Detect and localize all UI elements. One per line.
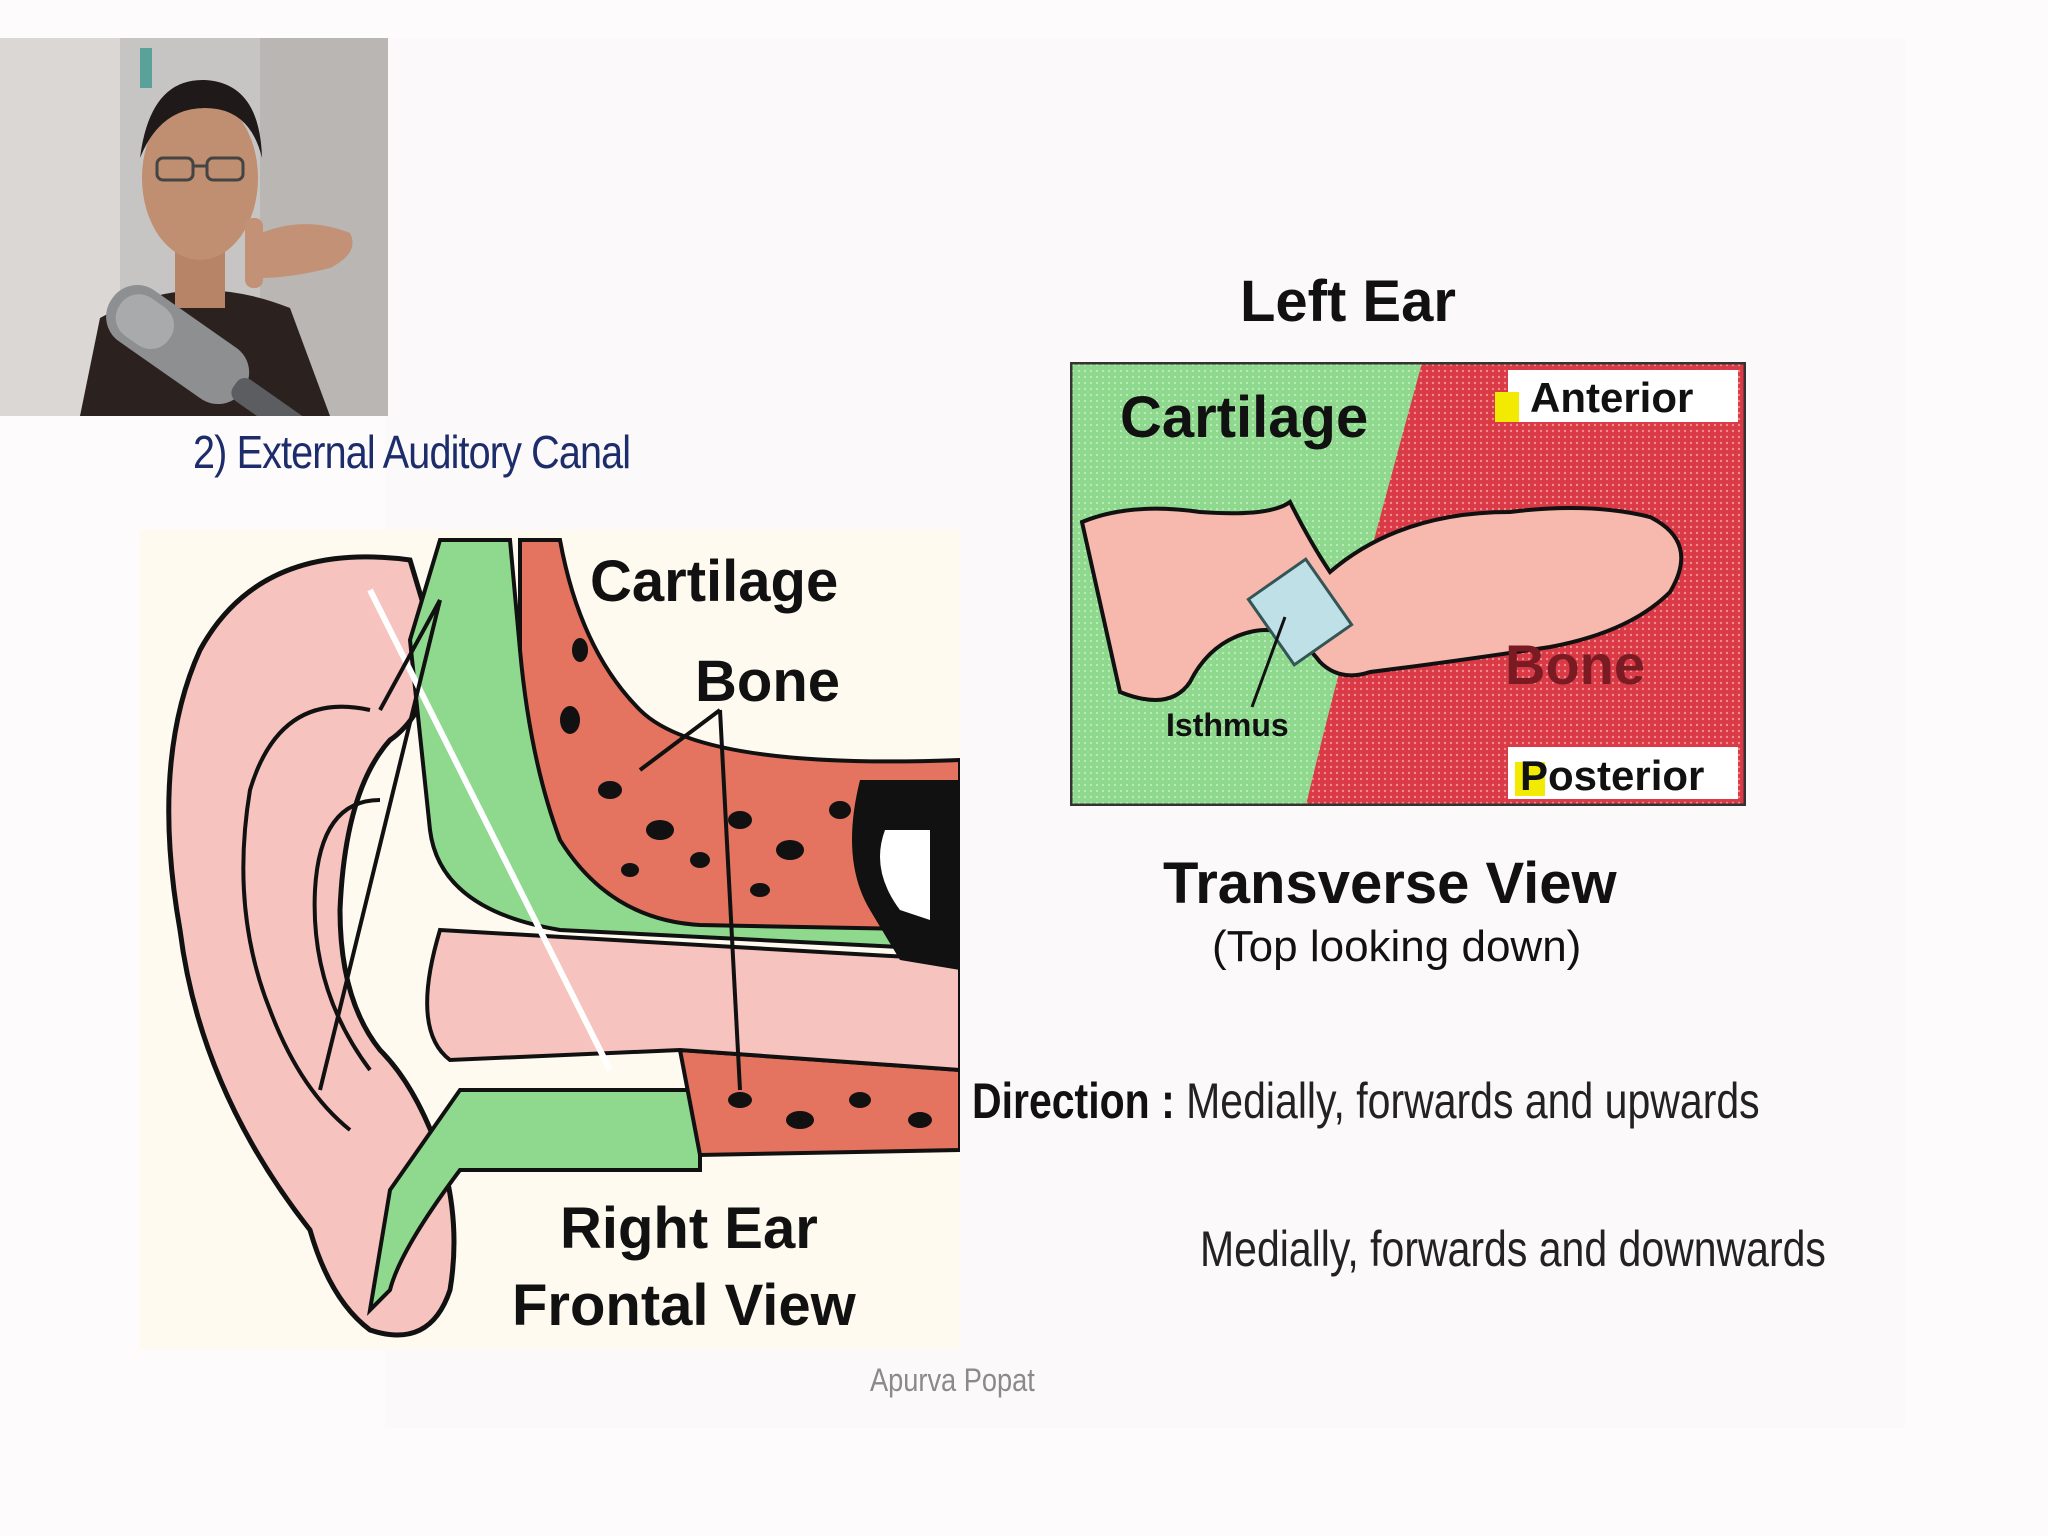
frontal-bone-label: Bone [695, 649, 840, 714]
anterior-label: Anterior [1530, 374, 1694, 421]
transverse-view-figure: Cartilage Anterior Bone Isthmus Posterio… [1069, 361, 1747, 807]
transverse-view-caption: Transverse View [1163, 851, 1617, 916]
frontal-caption-line2: Frontal View [512, 1273, 856, 1338]
author-credit: Apurva Popat [870, 1362, 1035, 1398]
direction-label: Direction : [972, 1073, 1175, 1129]
transverse-view-subcaption: (Top looking down) [1212, 922, 1582, 971]
direction-line1: Direction : Medially, forwards and upwar… [972, 1072, 1760, 1130]
transverse-cartilage-label: Cartilage [1120, 385, 1369, 450]
frontal-caption-line1: Right Ear [560, 1196, 818, 1261]
section-title: 2) External Auditory Canal [193, 426, 631, 478]
posterior-label: Posterior [1520, 752, 1705, 799]
transverse-bone-label: Bone [1505, 633, 1645, 696]
direction-line2: Medially, forwards and downwards [1200, 1221, 1826, 1277]
left-ear-heading: Left Ear [1240, 269, 1456, 334]
direction-value-1: Medially, forwards and upwards [1186, 1073, 1760, 1129]
webcam-video [0, 38, 388, 416]
frontal-view-figure: Cartilage Bone Right Ear Frontal View [140, 530, 962, 1350]
isthmus-label: Isthmus [1166, 707, 1289, 743]
frontal-cartilage-label: Cartilage [590, 549, 839, 614]
